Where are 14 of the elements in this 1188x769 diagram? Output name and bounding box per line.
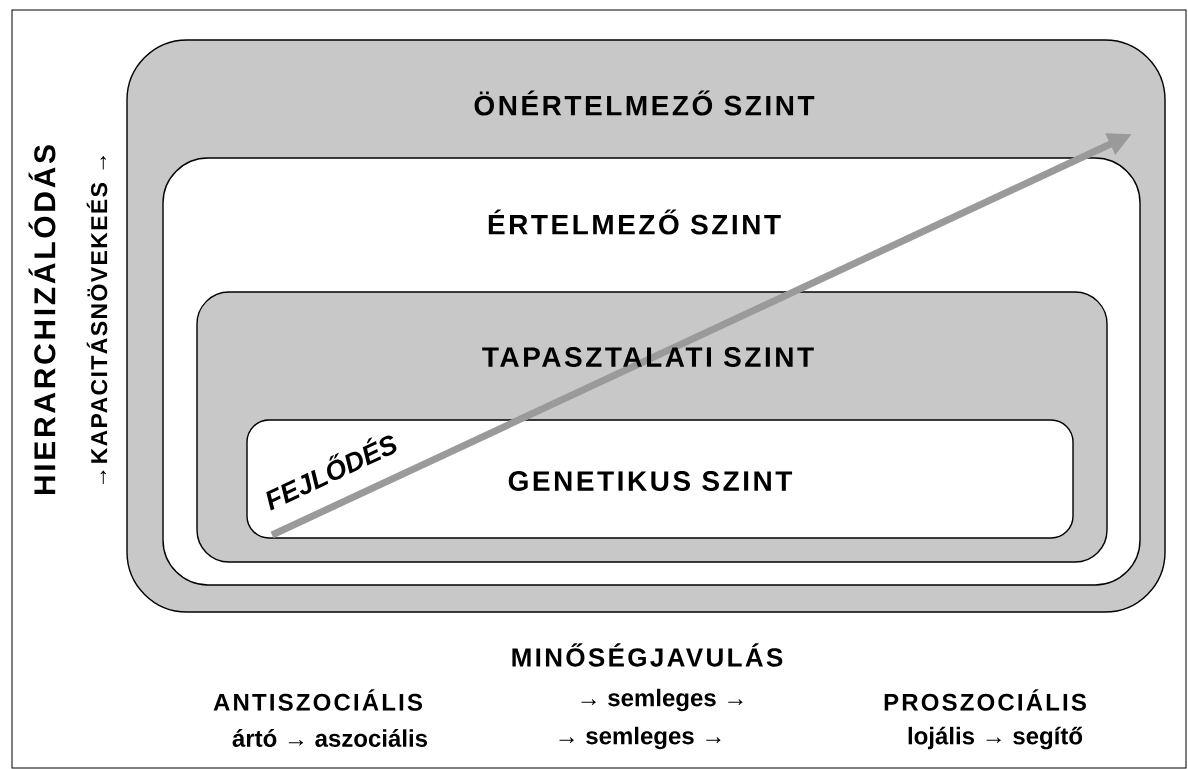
level-title: ÉRTELMEZŐ SZINT [488, 209, 781, 235]
level-title: ÖNÉRTELMEZŐ SZINT [474, 90, 815, 116]
label-text: MINŐSÉGJAVULÁS [512, 643, 783, 667]
label-text: → semleges → [559, 726, 721, 750]
label-text: →KAPACITÁSNÖVEKEÉS → [86, 155, 108, 485]
label-text: lojális → segítő [908, 726, 1083, 750]
level-title: TAPASZTALATI SZINT [482, 347, 814, 367]
label-text: HIERARCHIZÁLÓDÁS [28, 145, 56, 495]
label-text: ANTISZOCIÁLIS [213, 689, 422, 711]
label-text: → semleges → [581, 688, 743, 712]
label-text: ártó → aszociális [232, 729, 428, 747]
level-box [246, 419, 1074, 539]
label-text: PROSZOCIÁLIS [884, 689, 1086, 711]
level-title: GENETIKUS SZINT [508, 471, 793, 491]
